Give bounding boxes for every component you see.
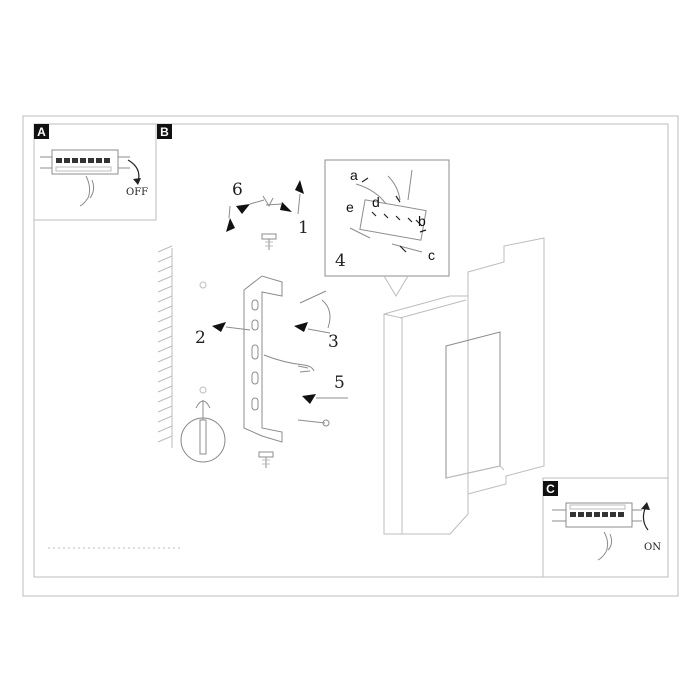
panel-a-switch-off: A OFF	[33, 123, 157, 221]
arrow-head-icon	[133, 178, 141, 185]
step-number-2: 2	[195, 328, 206, 348]
arrow-icon	[212, 322, 226, 332]
step-number-3: 3	[328, 332, 339, 352]
breaker-strip-a	[40, 149, 130, 175]
step-number-5: 5	[334, 373, 345, 393]
arrow-icon	[302, 394, 316, 404]
panel-b-tag: B	[160, 125, 169, 139]
arrow-icon	[236, 204, 250, 214]
arrow-icon	[294, 322, 308, 332]
panel-c-switch-on: C ON	[542, 477, 669, 578]
rotate-arrow-icon	[321, 299, 331, 329]
screwdriver-icon	[355, 169, 413, 205]
front-panel	[383, 295, 505, 535]
wiring-detail-inset: a b c d e	[324, 159, 450, 297]
wall-hatch	[157, 245, 173, 448]
panel-c-frame	[542, 477, 669, 578]
inset-frame	[324, 159, 450, 277]
panel-a-state-label: OFF	[126, 187, 148, 198]
screw-bottom-icon	[258, 451, 274, 468]
detail-zoom-circle	[180, 400, 226, 463]
breaker-housing	[51, 149, 119, 175]
panel-b-tag-group: B	[157, 124, 172, 139]
wire-label-a: a	[350, 167, 358, 183]
arrow-icon	[226, 218, 235, 232]
panel-b-tag-bg	[157, 124, 172, 139]
step-number-6: 6	[232, 180, 243, 200]
step-number-1: 1	[298, 218, 309, 238]
wire-label-e: e	[346, 199, 354, 215]
wire-label-b: b	[418, 213, 426, 229]
wall-light-fixture	[383, 237, 545, 535]
clip-icon	[262, 195, 274, 208]
mounting-bracket	[243, 275, 283, 443]
arrow-head-icon	[641, 502, 650, 510]
hand-icon	[597, 531, 613, 561]
wall-hole-top	[199, 281, 207, 289]
panel-a-frame	[33, 123, 157, 221]
rear-panel	[467, 237, 545, 495]
arrow-icon	[280, 202, 292, 212]
panel-a-tag-bg	[34, 124, 49, 139]
panel-c-tag: C	[546, 482, 555, 496]
diffuser	[445, 331, 501, 479]
wire-label-c: c	[428, 247, 435, 263]
step-number-4: 4	[335, 251, 346, 271]
outer-frame	[22, 115, 679, 597]
panel-a-tag: A	[37, 125, 46, 139]
step-arrows	[212, 180, 348, 404]
screw-top-icon	[261, 233, 277, 250]
terminal-block	[359, 199, 427, 241]
power-cable	[263, 354, 315, 372]
wire-label-d: d	[372, 194, 380, 210]
hand-icon	[79, 175, 95, 207]
panel-c-tag-bg	[543, 481, 558, 496]
inset-pointer	[383, 275, 409, 297]
inner-frame	[33, 123, 669, 578]
wall-screw-icon	[297, 290, 330, 427]
wall-hole-bottom	[199, 386, 207, 394]
cable-ends	[297, 365, 311, 373]
panel-c-state-label: ON	[644, 542, 661, 553]
arrow-icon	[295, 180, 304, 194]
breaker-strip-c	[552, 502, 642, 528]
